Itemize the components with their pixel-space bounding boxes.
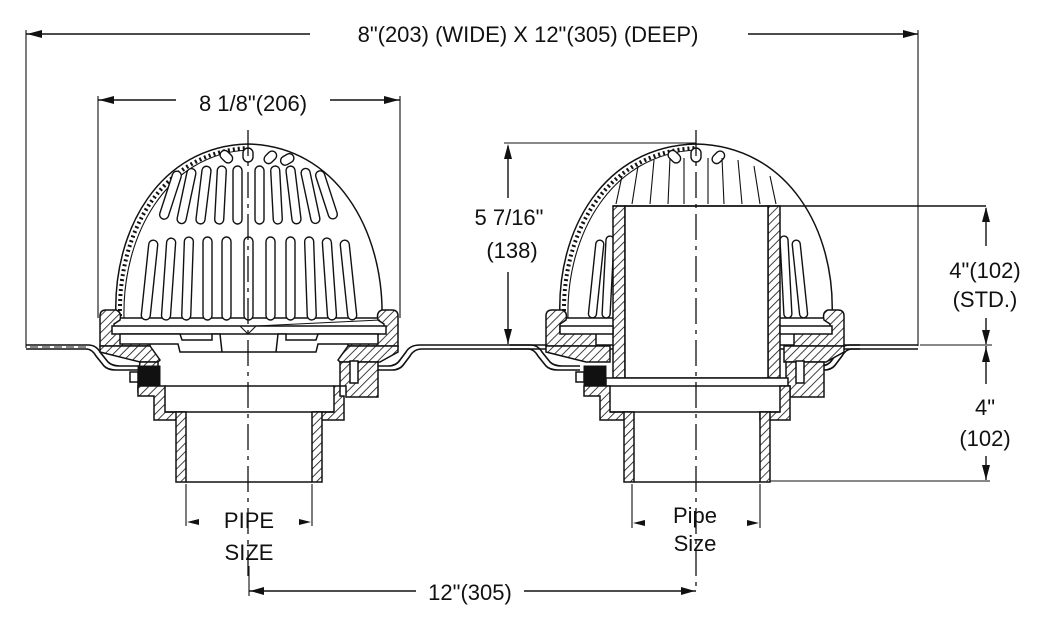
pipe-size-right-line2: Size [674, 531, 717, 556]
dome-height-dimension: 5 7/16" (138) [475, 142, 696, 344]
body-depth-label-line2: (102) [959, 426, 1010, 451]
drain-body-left [99, 309, 399, 483]
standpipe-height-label-line2: (STD.) [953, 287, 1018, 312]
dome-width-label: 8 1/8"(206) [199, 91, 307, 116]
pipe-size-right-line1: Pipe [673, 503, 717, 528]
overall-dimension-label: 8"(203) (WIDE) X 12"(305) (DEEP) [358, 22, 699, 47]
dome-height-label-line2: (138) [486, 238, 537, 263]
standpipe-height-dimension: 4"(102) (STD.) [920, 207, 1021, 346]
left-view: 8 1/8"(206) [26, 91, 918, 578]
overall-dimension: 8"(203) (WIDE) X 12"(305) (DEEP) [25, 22, 919, 348]
pipe-size-label-line2: SIZE [225, 540, 274, 565]
center-spacing-label: 12"(305) [428, 580, 512, 605]
dome-height-label-line1: 5 7/16" [475, 205, 544, 230]
roof-flashing-left [26, 344, 918, 371]
dome-slots-lower [140, 236, 358, 321]
body-depth-dimension: 4" (102) [959, 346, 1011, 480]
dome-slots-upper [158, 147, 339, 225]
center-spacing-dimension: 12"(305) [248, 566, 696, 605]
pipe-size-dimension-right: Pipe Size [631, 484, 761, 556]
pipe-size-dimension-left: PIPE SIZE [185, 484, 313, 565]
drain-body-right [545, 309, 990, 483]
pipe-size-label-line1: PIPE [224, 508, 274, 533]
dome-strainer-left [115, 143, 383, 321]
body-depth-label-line1: 4" [975, 395, 995, 420]
right-view: 5 7/16" (138) [475, 130, 1021, 590]
dome-width-dimension: 8 1/8"(206) [97, 91, 401, 318]
standpipe-height-label-line1: 4"(102) [949, 258, 1020, 283]
dome-slots-right [587, 157, 809, 319]
